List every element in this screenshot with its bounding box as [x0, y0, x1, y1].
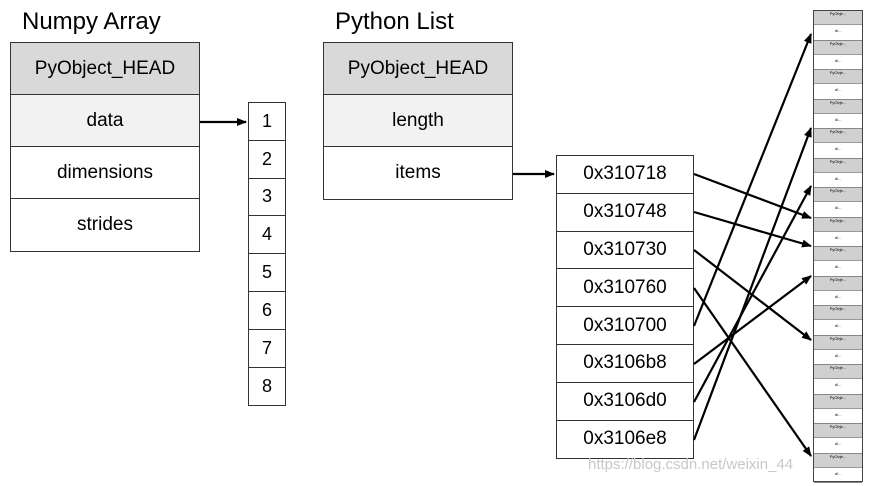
object-value-label: di... — [814, 143, 862, 154]
python-int-object: PyObje...di... — [814, 276, 862, 306]
object-head-label: PyObje... — [814, 70, 862, 84]
python-int-object: PyObje...di... — [814, 424, 862, 454]
pointer-address: 0x3106e8 — [583, 428, 667, 450]
object-value-label: di... — [814, 467, 862, 479]
pointer-address: 0x3106d0 — [557, 383, 693, 421]
pointer-address: 0x310760 — [557, 269, 693, 308]
pointer-address: 0x310748 — [557, 194, 693, 232]
buffer-value: 5 — [249, 254, 285, 292]
object-head-label: PyObje... — [814, 276, 862, 291]
element-pointer-arrow — [693, 210, 812, 248]
element-pointer-arrow — [693, 275, 812, 365]
python-int-object: PyObje...di... — [814, 453, 862, 483]
object-value-label: di... — [814, 113, 862, 125]
buffer-value: 6 — [249, 292, 285, 330]
element-pointer-arrow — [693, 172, 812, 220]
python-int-object: PyObje...di... — [814, 306, 862, 336]
object-head-label: PyObje... — [814, 188, 862, 202]
numpy-field-strides: strides — [11, 199, 199, 251]
object-value-label: di... — [814, 84, 862, 95]
object-value-label: di... — [814, 25, 862, 36]
python-int-object: PyObje...di... — [814, 217, 862, 247]
object-head-label: PyObje... — [814, 11, 862, 25]
object-head-label: PyObje... — [814, 394, 862, 409]
object-head-label: PyObje... — [814, 365, 862, 379]
buffer-value: 8 — [261, 375, 272, 396]
pointer-array: 0x310718 0x310748 0x310730 0x310760 0x31… — [556, 155, 694, 460]
pylist-field-items: items — [324, 147, 512, 199]
buffer-value: 7 — [249, 330, 285, 368]
numpy-field-dimensions: dimensions — [11, 147, 199, 199]
object-head-label: PyObje... — [814, 158, 862, 173]
object-value-label: di... — [814, 261, 862, 272]
numpy-field-data: data — [11, 95, 199, 147]
object-value-label: di... — [814, 438, 862, 449]
object-head-label: PyObje... — [814, 306, 862, 320]
buffer-value: 2 — [249, 141, 285, 179]
element-pointer-arrow — [693, 185, 812, 403]
object-head-label: PyObje... — [814, 335, 862, 350]
python-int-object: PyObje...di... — [814, 394, 862, 424]
object-value-label: di... — [814, 172, 862, 184]
python-int-object: PyObje...di... — [814, 158, 862, 188]
pointer-address: 0x3106b8 — [557, 345, 693, 383]
numpy-field-pyobject-head: PyObject_HEAD — [11, 43, 199, 95]
object-head-label: PyObje... — [814, 99, 862, 114]
buffer-value: 1 — [249, 103, 285, 141]
buffer-value: 3 — [249, 179, 285, 217]
object-head-label: PyObje... — [814, 40, 862, 55]
pylist-field-pyobject-head: PyObject_HEAD — [324, 43, 512, 95]
python-int-object: PyObje...di... — [814, 188, 862, 218]
python-int-object: PyObje...di... — [814, 335, 862, 365]
python-int-object: PyObje...di... — [814, 247, 862, 277]
object-value-label: di... — [814, 290, 862, 302]
pylist-field-length: length — [324, 95, 512, 147]
element-pointer-arrow — [692, 33, 813, 327]
element-pointer-arrow — [692, 127, 813, 441]
object-value-label: di... — [814, 320, 862, 331]
object-value-label: di... — [814, 54, 862, 66]
python-int-object: PyObje...di... — [814, 365, 862, 395]
pointer-address: 0x310700 — [557, 307, 693, 345]
numpy-array-title: Numpy Array — [22, 8, 161, 35]
python-int-object: PyObje...di... — [814, 11, 862, 41]
object-head-label: PyObje... — [814, 129, 862, 143]
object-head-label: PyObje... — [814, 424, 862, 438]
buffer-value: 4 — [249, 216, 285, 255]
pylist-struct: PyObject_HEAD length items — [323, 42, 513, 200]
pointer-address: 0x310718 — [557, 156, 693, 194]
python-int-object: PyObje...di... — [814, 70, 862, 100]
object-value-label: di... — [814, 202, 862, 213]
python-int-object: PyObje...di... — [814, 40, 862, 70]
object-value-label: di... — [814, 349, 862, 361]
numpy-struct: PyObject_HEAD data dimensions strides — [10, 42, 200, 252]
numpy-data-buffer: 1 2 3 4 5 6 7 8 — [248, 102, 286, 407]
python-int-object: PyObje...di... — [814, 99, 862, 129]
object-value-label: di... — [814, 408, 862, 420]
watermark: https://blog.csdn.net/weixin_44 — [588, 456, 794, 473]
object-value-label: di... — [814, 231, 862, 243]
python-int-object: PyObje...di... — [814, 129, 862, 159]
pointer-address: 0x310730 — [557, 232, 693, 270]
object-value-label: di... — [814, 379, 862, 390]
object-head-label: PyObje... — [814, 453, 862, 468]
python-list-title: Python List — [335, 8, 454, 35]
object-head-label: PyObje... — [814, 217, 862, 232]
python-objects-column: PyObje...di...PyObje...di...PyObje...di.… — [813, 10, 863, 483]
object-head-label: PyObje... — [814, 247, 862, 261]
element-pointer-arrow — [693, 287, 812, 457]
